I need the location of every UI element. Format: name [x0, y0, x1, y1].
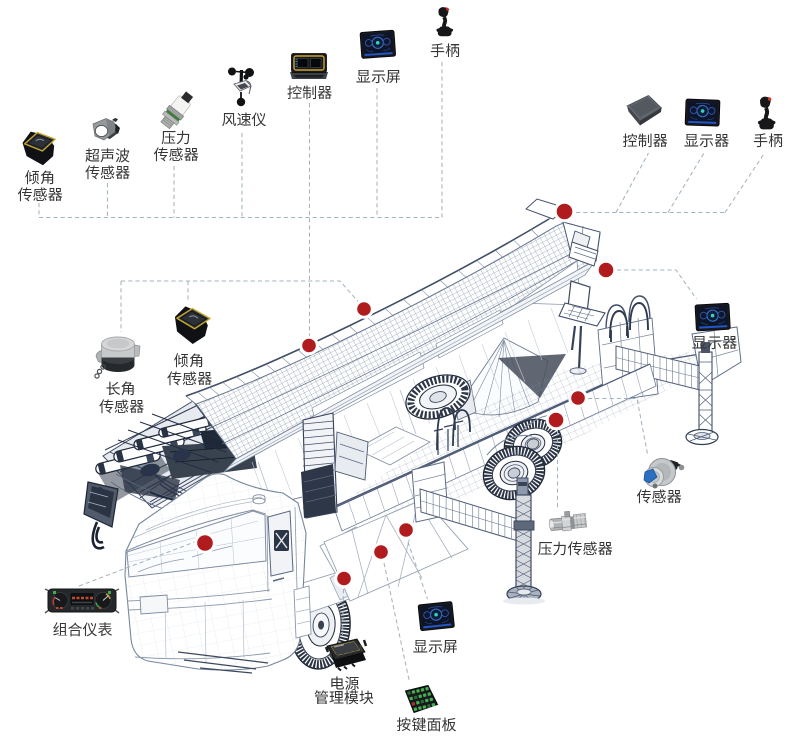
svg-text:控制器: 控制器 [622, 130, 667, 151]
svg-text:显示器: 显示器 [684, 130, 729, 151]
svg-text:传感器: 传感器 [152, 144, 198, 165]
svg-text:长角: 长角 [105, 378, 135, 399]
svg-text:显示屏: 显示屏 [356, 66, 401, 87]
svg-text:手柄: 手柄 [753, 130, 783, 151]
svg-text:手柄: 手柄 [430, 40, 460, 61]
svg-text:传感器: 传感器 [98, 396, 144, 417]
svg-text:显示器: 显示器 [692, 332, 737, 353]
svg-text:按键面板: 按键面板 [396, 714, 456, 735]
svg-text:控制器: 控制器 [287, 82, 332, 103]
svg-text:压力: 压力 [161, 127, 191, 148]
svg-text:电源: 电源 [329, 673, 359, 694]
svg-text:组合仪表: 组合仪表 [52, 619, 112, 640]
svg-text:管理模块: 管理模块 [314, 687, 375, 708]
svg-text:风速仪: 风速仪 [221, 109, 266, 130]
svg-text:倾角: 倾角 [174, 350, 204, 371]
svg-text:传感器: 传感器 [166, 368, 212, 389]
svg-text:显示屏: 显示屏 [413, 636, 458, 657]
svg-text:传感器: 传感器 [84, 162, 130, 183]
svg-text:超声波: 超声波 [84, 145, 130, 166]
svg-text:压力传感器: 压力传感器 [537, 538, 612, 559]
svg-text:倾角: 倾角 [25, 167, 55, 188]
svg-text:传感器: 传感器 [635, 486, 681, 507]
svg-text:传感器: 传感器 [16, 184, 62, 205]
